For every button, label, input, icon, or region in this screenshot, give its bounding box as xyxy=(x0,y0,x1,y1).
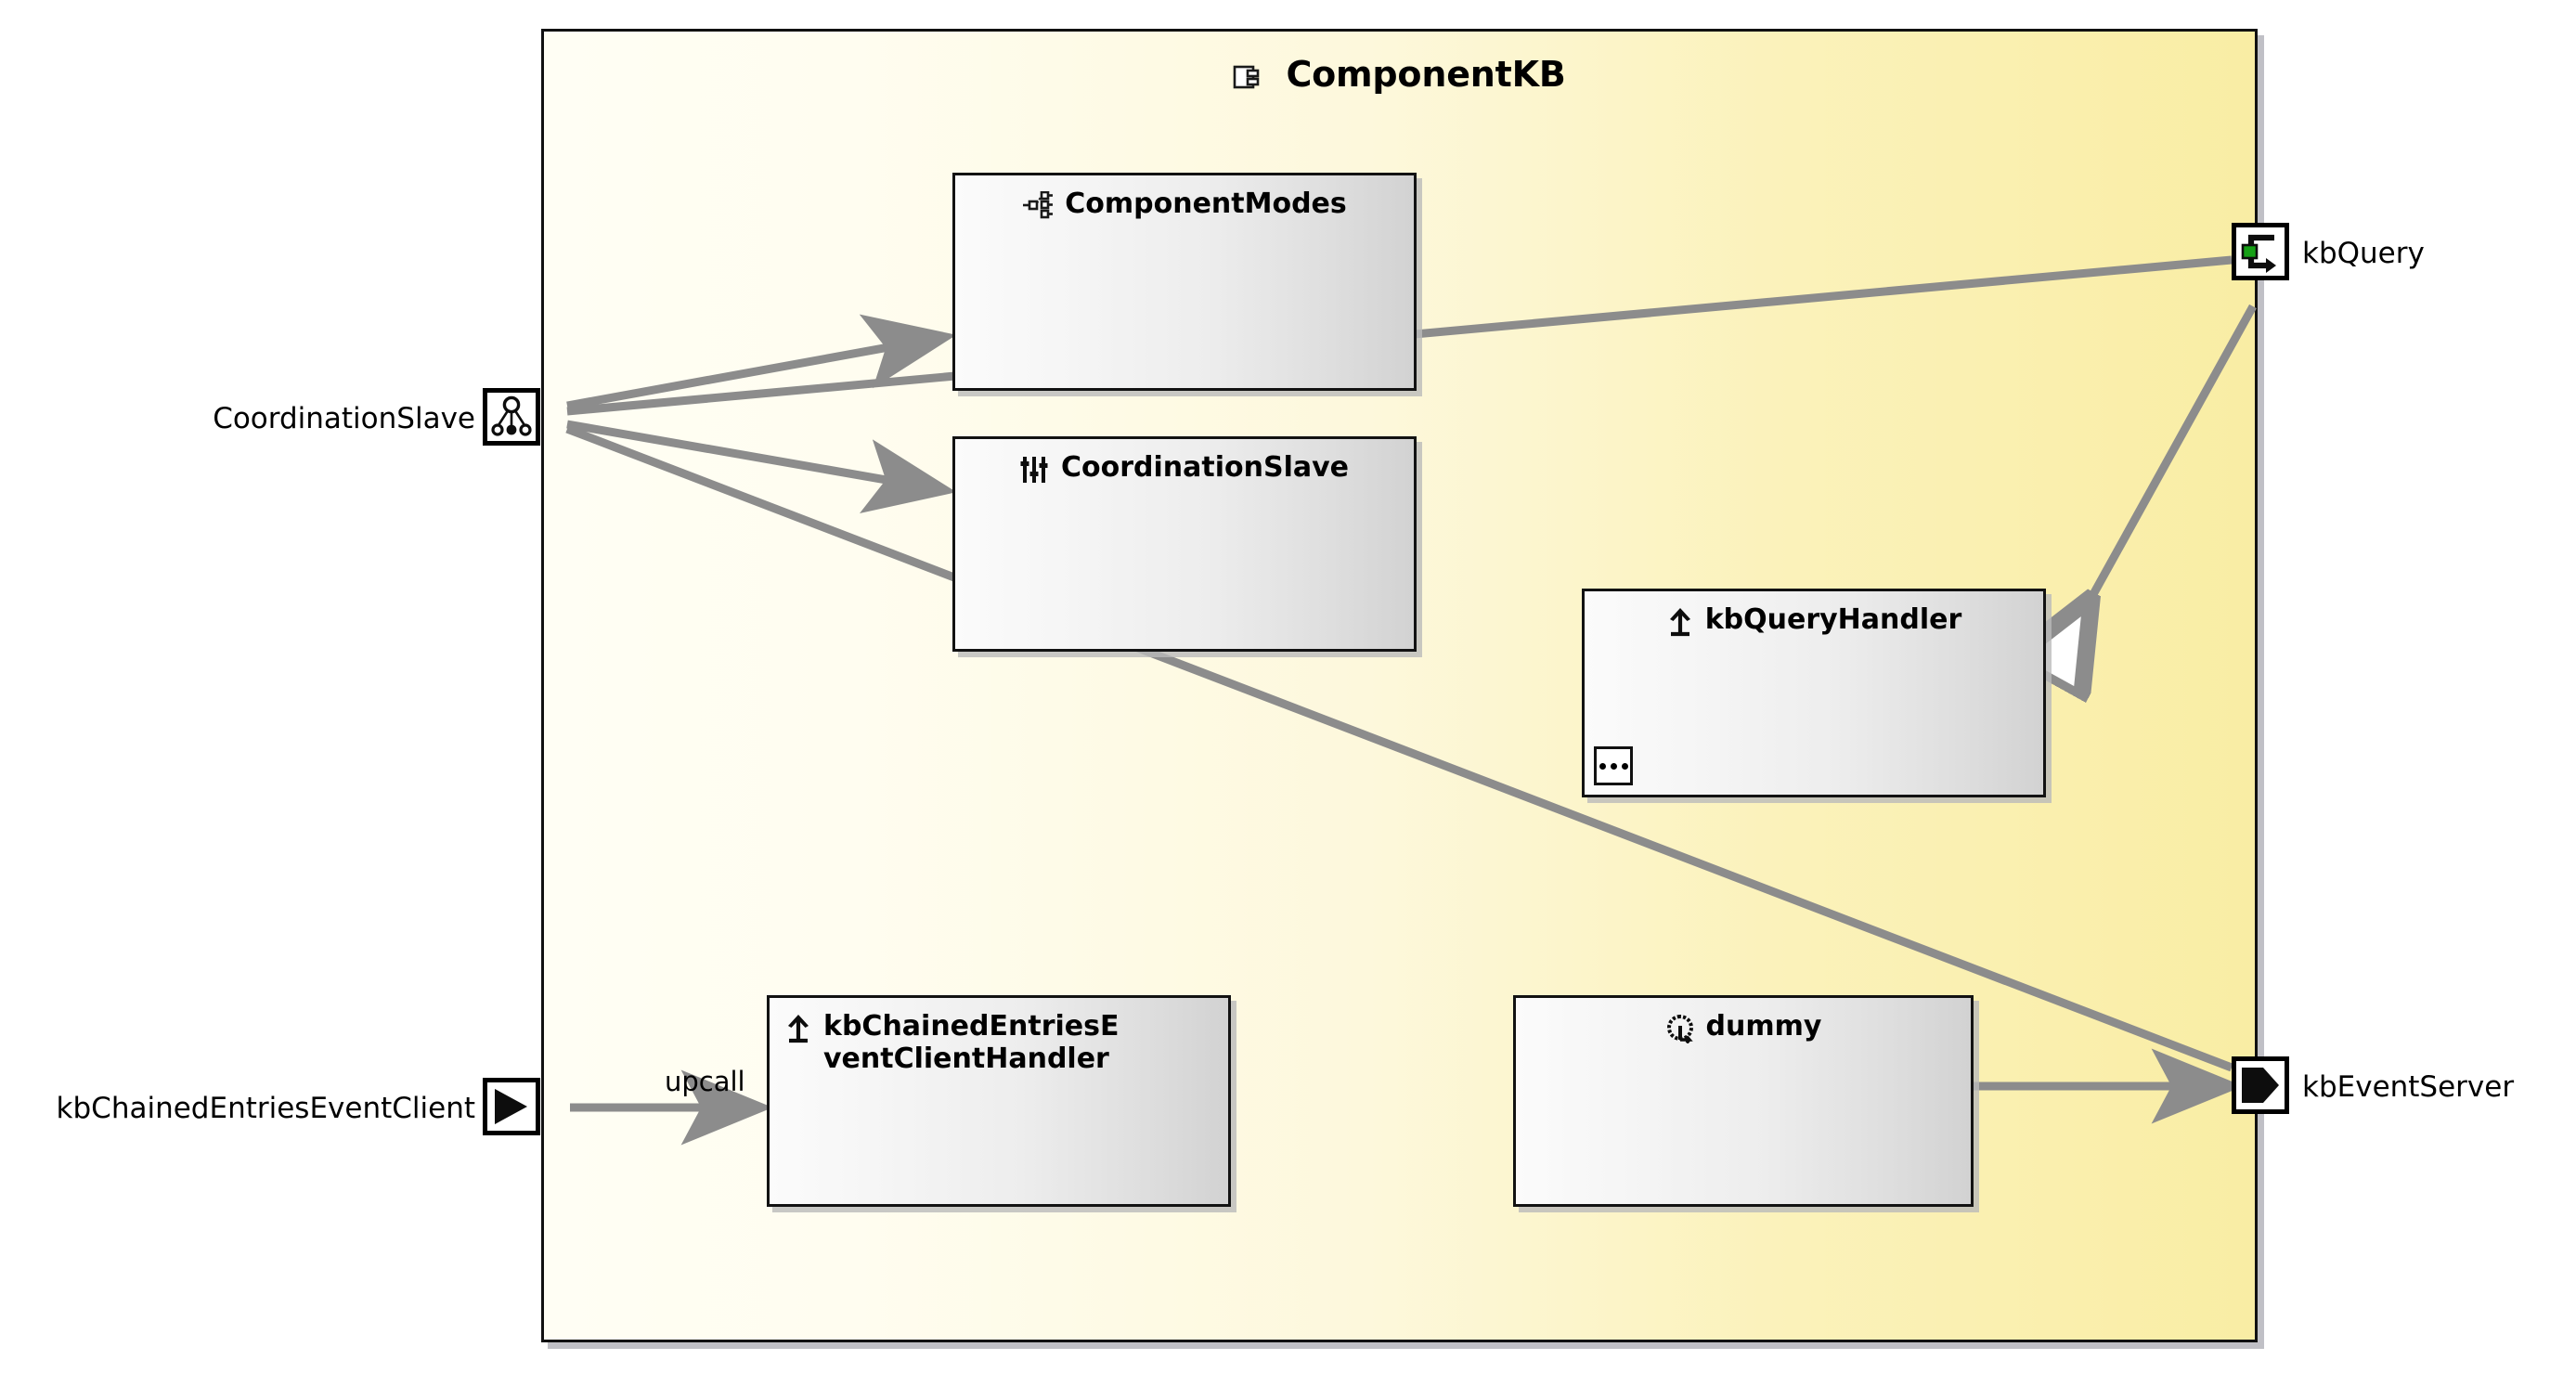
coordination-tree-icon xyxy=(491,395,532,436)
node-kbchainedentrieseventclienthandler[interactable]: kbChainedEntriesEventClientHandler xyxy=(767,995,1231,1207)
up-arrow-icon xyxy=(784,1014,812,1047)
event-client-icon xyxy=(492,1087,531,1126)
node-label-kbqueryhandler: kbQueryHandler xyxy=(1704,603,1962,636)
cycle-icon xyxy=(1665,1014,1695,1047)
component-icon xyxy=(1233,59,1262,100)
edge-label-upcall: upcall xyxy=(665,1066,745,1097)
state-machine-icon xyxy=(1022,190,1054,223)
node-coordinationslave[interactable]: CoordinationSlave xyxy=(952,436,1417,652)
port-kbquery[interactable] xyxy=(2232,223,2289,280)
port-label-kbchainedentrieseventclient: kbChainedEntriesEventClient xyxy=(56,1092,475,1125)
port-kbeventserver[interactable] xyxy=(2232,1056,2289,1114)
node-label-componentmodes: ComponentModes xyxy=(1065,188,1347,220)
node-kbqueryhandler[interactable]: kbQueryHandler xyxy=(1582,589,2046,797)
port-label-kbquery: kbQuery xyxy=(2302,237,2425,270)
node-componentmodes[interactable]: ComponentModes xyxy=(952,173,1417,391)
node-dummy[interactable]: dummy xyxy=(1513,995,1974,1207)
port-coordinationslave[interactable] xyxy=(483,388,540,446)
sliders-icon xyxy=(1020,455,1050,488)
event-server-icon xyxy=(2242,1068,2279,1103)
node-label-coordinationslave: CoordinationSlave xyxy=(1060,451,1350,484)
ellipsis-expand-button[interactable] xyxy=(1594,746,1633,785)
diagram-title-text: ComponentKB xyxy=(1286,54,1566,95)
node-label-dummy: dummy xyxy=(1705,1010,1822,1043)
port-label-kbeventserver: kbEventServer xyxy=(2302,1070,2515,1104)
port-kbchainedentrieseventclient[interactable] xyxy=(483,1078,540,1135)
request-response-icon xyxy=(2241,234,2276,273)
diagram-title: ComponentKB xyxy=(544,54,2255,100)
port-label-coordinationslave: CoordinationSlave xyxy=(213,402,475,435)
node-label-kbchainedentrieseventclienthandler: kbChainedEntriesEventClientHandler xyxy=(823,1010,1120,1075)
up-arrow-icon xyxy=(1666,607,1694,641)
